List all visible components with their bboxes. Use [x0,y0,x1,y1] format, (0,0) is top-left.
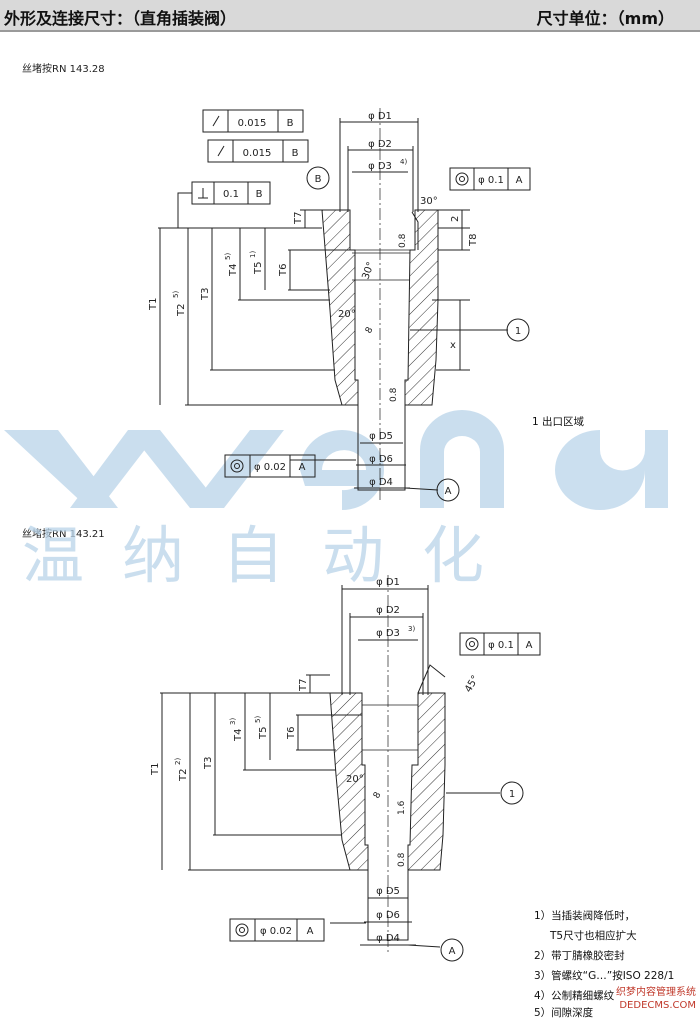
rough-0-8-bottom: 0.8 [389,387,399,402]
dim2-d1: φ D1 [376,577,400,588]
conc-tol-2: φ 0.1 [488,640,514,651]
dim2-t1: T1 [150,763,161,776]
conc-tol: φ 0.1 [478,175,504,186]
dim-t7: T7 [293,212,304,225]
dim-d2: φ D2 [368,139,392,150]
dim-2: 2 [450,216,461,222]
angle-45: 45° [463,674,481,695]
thread-std-label-2: 丝堵按RN 143.21 [22,529,105,540]
dim-t2: T2 [176,304,187,317]
dim-t6: T6 [278,264,289,277]
conc-ref: A [516,175,523,186]
diagram-1-section: 0.015 B 0.015 B 0.1 B φ 0.1 A φ 0.02 A B… [148,108,531,502]
dim2-d2: φ D2 [376,605,400,616]
rough-1-6: 1.6 [397,800,407,815]
dim2-t5-sup: 5) [254,716,262,723]
dim2-d4: φ D4 [376,933,400,944]
note-2: 2）带丁腈橡胶密封 [534,950,625,962]
dim2-t6: T6 [286,727,297,740]
perp-ref: B [256,189,263,200]
site-stamp: 织梦内容管理系统 DEDECMS.COM [616,986,696,1012]
dim-t4-sup: 5) [224,253,232,260]
note-5: 5）间隙深度 [534,1007,594,1019]
note-4: 4）公制精细螺纹 [534,990,615,1002]
dim-d1: φ D1 [368,111,392,122]
dim-d3-sup: 4) [400,158,407,166]
dim-t4: T4 [228,264,239,277]
runout-ref-2: B [292,148,299,159]
dim-d3: φ D3 [368,161,392,172]
note-1: 1）当插装阀降低时， [534,910,636,922]
callout-1-2: 1 [509,789,515,800]
rough-0-8-2: 0.8 [397,852,407,867]
dim2-t2: T2 [178,769,189,782]
perp-tol: 0.1 [223,189,239,200]
dim2-t5: T5 [258,727,269,740]
datum-a-marker: A [445,486,452,497]
rough-0-8-top: 0.8 [398,233,408,248]
datum-b-marker: B [315,174,322,185]
angle-20: 20° [338,309,356,320]
callout-1: 1 [515,326,521,337]
dim2-t4: T4 [233,729,244,742]
dim2-d3: φ D3 [376,628,400,639]
dim-x: x [450,340,456,351]
dim2-t4-sup: 3) [229,718,237,725]
runout-tol-2: 0.015 [243,148,272,159]
datum-a-marker-2: A [449,946,456,957]
note-1-cont: T5尺寸也相应扩大 [550,930,637,942]
page-header: 外形及连接尺寸：（直角插装阀） 尺寸单位：（mm） [0,0,700,32]
dim-t8: T8 [468,234,479,247]
dim-d4: φ D4 [369,477,393,488]
stamp-line-1: 织梦内容管理系统 [616,987,696,998]
angle-30-inner: 30° [360,261,376,281]
conc-low-tol: φ 0.02 [254,462,286,473]
note-3: 3）管螺纹“G…”按ISO 228/1 [534,970,675,982]
dim-t3: T3 [200,288,211,301]
dim-t5: T5 [253,262,264,275]
dim2-d5: φ D5 [376,886,400,897]
dim-d5: φ D5 [369,431,393,442]
rough-8: 8 [364,325,376,335]
thread-std-label-1: 丝堵按RN 143.28 [22,64,105,75]
legend-outlet-area: 1 出口区域 [532,416,585,428]
conc-low-ref: A [299,462,306,473]
rough-8-2: 8 [372,790,384,800]
angle-30-top: 30° [420,196,438,207]
stamp-line-2: DEDECMS.COM [619,1000,696,1011]
dim2-t2-sup: 2) [174,758,182,765]
dim-t5-sup: 1) [249,251,257,258]
dim-t1: T1 [148,298,159,311]
dim2-d6: φ D6 [376,910,400,921]
angle-20-2: 20° [346,774,364,785]
unit-label: 尺寸单位：（mm） [536,9,674,28]
runout-ref-1: B [287,118,294,129]
runout-tol-1: 0.015 [238,118,267,129]
dim2-t3: T3 [203,757,214,770]
page-title: 外形及连接尺寸：（直角插装阀） [4,9,237,28]
conc-ref-2: A [526,640,533,651]
watermark-chinese: 温纳自动化 [22,519,523,592]
diagram-2-section: φ 0.02 A φ 0.1 A A 1 φ D1 φ D2 φ D3 3) φ… [150,575,541,962]
dim2-d3-sup: 3) [408,625,415,633]
dim2-t7: T7 [298,679,309,692]
conc-low-tol-2: φ 0.02 [260,926,292,937]
conc-low-ref-2: A [307,926,314,937]
dim-d6: φ D6 [369,454,393,465]
dim-t2-sup: 5) [172,291,180,298]
